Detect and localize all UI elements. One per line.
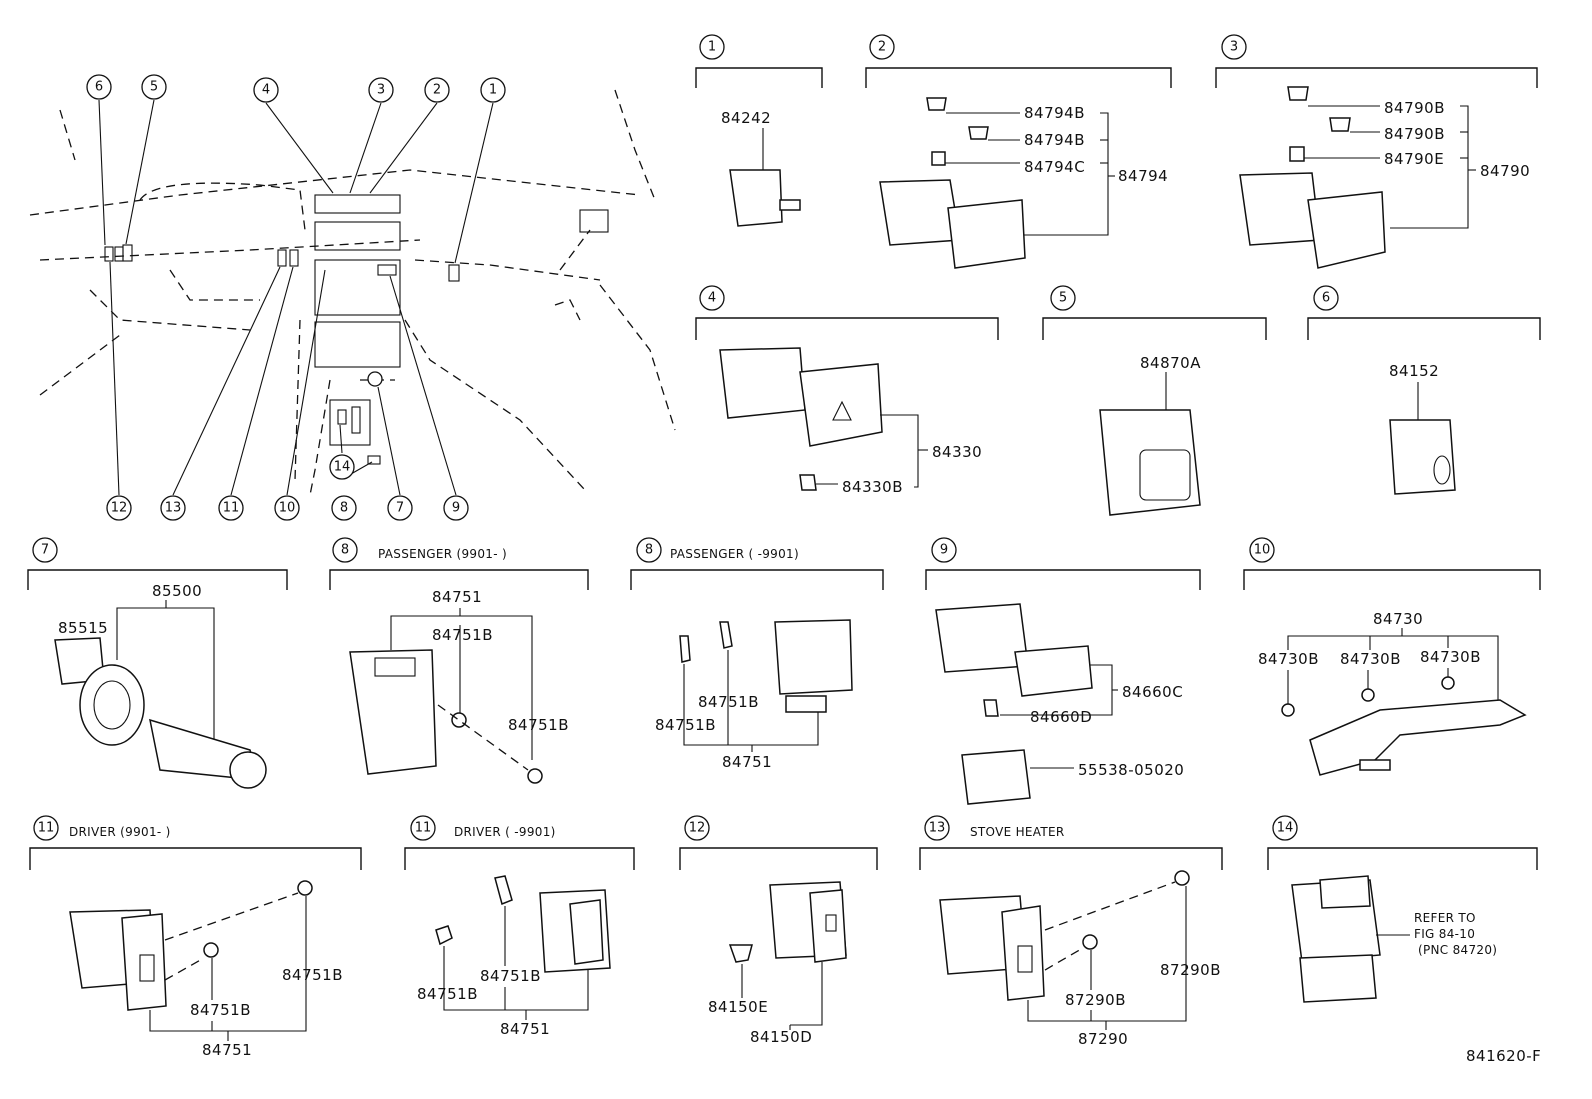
section-11-driver-to-9901: 11 DRIVER ( -9901) 84751B 84751B 84751 xyxy=(404,815,635,1038)
callout-7: 7 xyxy=(396,501,404,516)
part-84751B-11a-1: 84751B xyxy=(190,1001,251,1019)
part-84751B-11b-2: 84751B xyxy=(480,967,541,985)
part-84730B-2: 84730B xyxy=(1340,650,1401,668)
svg-text:5: 5 xyxy=(1059,291,1067,306)
part-84330: 84330 xyxy=(932,443,982,461)
section-10: 10 84730 84730B 84730B 84730B xyxy=(1243,537,1541,776)
figure-code: 841620-F xyxy=(1466,1047,1541,1065)
section-12: 12 84150E 84150D xyxy=(679,815,878,1046)
part-84751-8a: 84751 xyxy=(432,588,482,606)
section-3: 3 84790B 84790B 84790E 84790 xyxy=(1215,34,1538,269)
svg-text:7: 7 xyxy=(41,543,49,558)
svg-text:10: 10 xyxy=(1254,543,1271,558)
callout-5: 5 xyxy=(150,80,158,95)
part-84790: 84790 xyxy=(1480,162,1530,180)
overview-callouts: 6 5 4 3 2 1 12 13 11 10 8 7 9 14 xyxy=(86,74,506,521)
part-84152: 84152 xyxy=(1389,362,1439,380)
part-84150E: 84150E xyxy=(708,998,768,1016)
svg-text:6: 6 xyxy=(1322,291,1330,306)
svg-text:14: 14 xyxy=(1277,821,1294,836)
part-84330B: 84330B xyxy=(842,478,903,496)
callout-6: 6 xyxy=(95,80,103,95)
section-2: 2 84794B 84794B 84794C 84794 xyxy=(865,34,1172,269)
part-84660C: 84660C xyxy=(1122,683,1183,701)
part-84730: 84730 xyxy=(1373,610,1423,628)
refer-note-line-3: (PNC 84720) xyxy=(1418,943,1497,957)
part-84790B-top: 84790B xyxy=(1384,99,1445,117)
callout-1: 1 xyxy=(489,83,497,98)
refer-note-line-2: FIG 84-10 xyxy=(1414,927,1475,941)
svg-text:11: 11 xyxy=(38,821,55,836)
section-4: 4 84330 84330B xyxy=(695,285,999,496)
callout-8: 8 xyxy=(340,501,348,516)
section-9: 9 84660C 84660D 55538-05020 xyxy=(925,537,1201,805)
section-6: 6 84152 xyxy=(1307,285,1541,495)
section-8-passenger-to-9901: 8 PASSENGER ( -9901) 84751B 84751B 84751 xyxy=(630,537,884,771)
part-84751B-11a-2: 84751B xyxy=(282,966,343,984)
svg-text:1: 1 xyxy=(708,40,716,55)
section-11a-title: DRIVER (9901- ) xyxy=(69,825,171,839)
section-8b-title: PASSENGER ( -9901) xyxy=(670,547,799,561)
callout-10: 10 xyxy=(279,501,296,516)
part-84751B-8b-2: 84751B xyxy=(655,716,716,734)
part-84751-11b: 84751 xyxy=(500,1020,550,1038)
part-85515: 85515 xyxy=(58,619,108,637)
part-84790E: 84790E xyxy=(1384,150,1444,168)
callout-14: 14 xyxy=(334,460,351,475)
dashboard-overview xyxy=(29,89,676,496)
part-84751-11a: 84751 xyxy=(202,1041,252,1059)
section-8-passenger-from-9901: 8 PASSENGER (9901- ) 84751 84751B 84751B xyxy=(329,537,589,784)
part-84660D: 84660D xyxy=(1030,708,1092,726)
part-84751-8b: 84751 xyxy=(722,753,772,771)
section-13-title: STOVE HEATER xyxy=(970,825,1065,839)
section-5: 5 84870A xyxy=(1042,285,1267,516)
section-11b-title: DRIVER ( -9901) xyxy=(454,825,556,839)
callout-3: 3 xyxy=(377,83,385,98)
svg-text:4: 4 xyxy=(708,291,716,306)
svg-text:11: 11 xyxy=(415,821,432,836)
part-84794B-top: 84794B xyxy=(1024,104,1085,122)
section-8a-title: PASSENGER (9901- ) xyxy=(378,547,507,561)
part-84870A: 84870A xyxy=(1140,354,1201,372)
svg-text:2: 2 xyxy=(878,40,886,55)
part-84751B-8a-2: 84751B xyxy=(508,716,569,734)
part-84794C: 84794C xyxy=(1024,158,1085,176)
section-14: 14 REFER TO FIG 84-10 (PNC 84720) xyxy=(1267,815,1538,1003)
callout-4: 4 xyxy=(262,83,270,98)
section-13: 13 STOVE HEATER 87290B 87290B 87290 xyxy=(919,815,1223,1048)
part-55538-05020: 55538-05020 xyxy=(1078,761,1184,779)
svg-text:9: 9 xyxy=(940,543,948,558)
svg-text:12: 12 xyxy=(689,821,706,836)
part-84150D: 84150D xyxy=(750,1028,812,1046)
callout-13: 13 xyxy=(165,501,182,516)
part-84751B-11b-1: 84751B xyxy=(417,985,478,1003)
part-87290: 87290 xyxy=(1078,1030,1128,1048)
callout-11: 11 xyxy=(223,501,240,516)
part-85500: 85500 xyxy=(152,582,202,600)
svg-text:8: 8 xyxy=(645,543,653,558)
section-1: 1 84242 xyxy=(695,34,823,227)
svg-text:8: 8 xyxy=(341,543,349,558)
callout-9: 9 xyxy=(452,501,460,516)
part-84751B-8a-1: 84751B xyxy=(432,626,493,644)
section-7: 7 85500 85515 xyxy=(27,537,288,789)
svg-text:3: 3 xyxy=(1230,40,1238,55)
part-84730B-3: 84730B xyxy=(1420,648,1481,666)
part-84794B-mid: 84794B xyxy=(1024,131,1085,149)
part-84242: 84242 xyxy=(721,109,771,127)
refer-note-line-1: REFER TO xyxy=(1414,911,1476,925)
callout-12: 12 xyxy=(111,501,128,516)
part-87290B-1: 87290B xyxy=(1065,991,1126,1009)
svg-text:13: 13 xyxy=(929,821,946,836)
part-87290B-2: 87290B xyxy=(1160,961,1221,979)
callout-2: 2 xyxy=(433,83,441,98)
part-84790B-mid: 84790B xyxy=(1384,125,1445,143)
part-84794: 84794 xyxy=(1118,167,1168,185)
part-84730B-1: 84730B xyxy=(1258,650,1319,668)
section-11-driver-from-9901: 11 DRIVER (9901- ) 84751B 84751B 84751 xyxy=(29,815,362,1059)
